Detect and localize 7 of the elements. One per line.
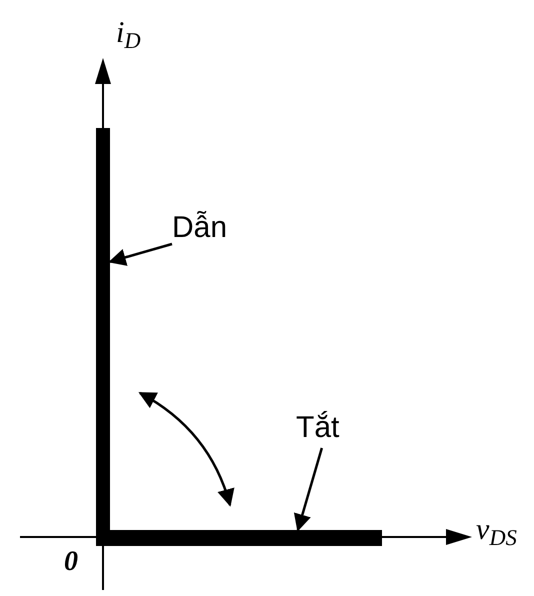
axis-label: v$_{DS}$: [476, 515, 517, 545]
state-label: Dẫn: [172, 208, 262, 248]
axis-label: i$_{D}$: [116, 18, 141, 48]
leader-line: [294, 448, 324, 532]
state-label: Tắt: [296, 408, 372, 448]
leader-line: [108, 242, 172, 266]
origin-label: 0: [64, 548, 78, 576]
